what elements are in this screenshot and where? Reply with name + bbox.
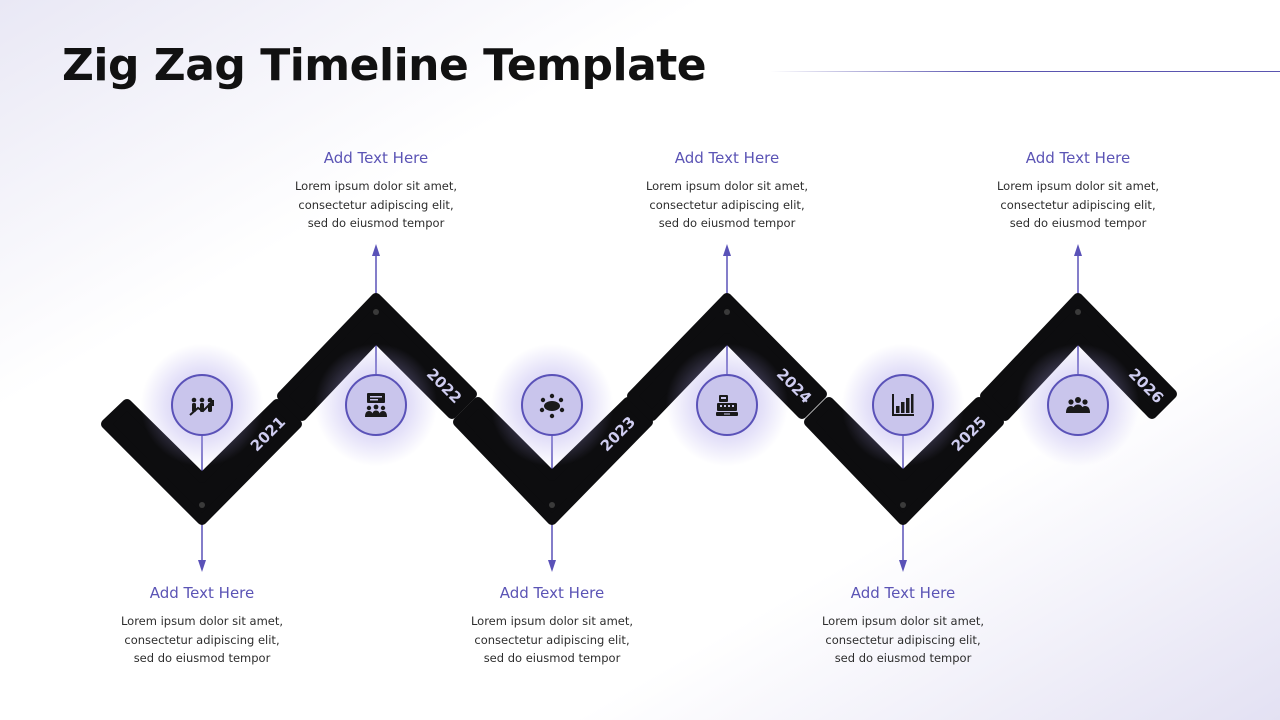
growth-team-icon <box>189 397 214 416</box>
milestone-text-2024: Add Text Here Lorem ipsum dolor sit amet… <box>607 149 847 233</box>
milestone-body: Lorem ipsum dolor sit amet, consectetur … <box>294 179 458 230</box>
track-dot-2023 <box>549 502 555 508</box>
page-title: Zig Zag Timeline Template <box>62 40 707 91</box>
milestone-body: Lorem ipsum dolor sit amet, consectetur … <box>470 614 634 665</box>
milestone-text-2023: Add Text Here Lorem ipsum dolor sit amet… <box>432 584 672 668</box>
track-dot-2025 <box>900 502 906 508</box>
milestone-text-2022: Add Text Here Lorem ipsum dolor sit amet… <box>256 149 496 233</box>
milestone-circle-2022 <box>345 374 407 436</box>
milestone-circle-2025 <box>872 374 934 436</box>
milestone-text-2021: Add Text Here Lorem ipsum dolor sit amet… <box>82 584 322 668</box>
milestone-heading: Add Text Here <box>499 584 605 602</box>
milestone-heading: Add Text Here <box>1025 149 1131 167</box>
milestone-body: Lorem ipsum dolor sit amet, consectetur … <box>645 179 809 230</box>
milestone-body: Lorem ipsum dolor sit amet, consectetur … <box>821 614 985 665</box>
group-icon <box>1066 397 1090 413</box>
title-divider <box>770 71 1280 72</box>
milestone-circle-2023 <box>521 374 583 436</box>
milestone-body: Lorem ipsum dolor sit amet, consectetur … <box>996 179 1160 230</box>
milestone-body: Lorem ipsum dolor sit amet, consectetur … <box>120 614 284 665</box>
milestone-heading: Add Text Here <box>149 584 255 602</box>
track-dot-2021 <box>199 502 205 508</box>
cash-register-icon <box>716 395 738 416</box>
presentation-meeting-icon <box>365 393 387 417</box>
milestone-circle-2021 <box>171 374 233 436</box>
milestone-heading: Add Text Here <box>323 149 429 167</box>
milestone-heading: Add Text Here <box>850 584 956 602</box>
milestone-circle-2026 <box>1047 374 1109 436</box>
conference-table-icon <box>539 393 565 419</box>
milestone-circle-2024 <box>696 374 758 436</box>
milestone-heading: Add Text Here <box>674 149 780 167</box>
track-dot-2026 <box>1075 309 1081 315</box>
milestone-text-2026: Add Text Here Lorem ipsum dolor sit amet… <box>958 149 1198 233</box>
bar-chart-icon <box>892 394 914 416</box>
track-dot-2022 <box>373 309 379 315</box>
milestone-text-2025: Add Text Here Lorem ipsum dolor sit amet… <box>783 584 1023 668</box>
track-dot-2024 <box>724 309 730 315</box>
